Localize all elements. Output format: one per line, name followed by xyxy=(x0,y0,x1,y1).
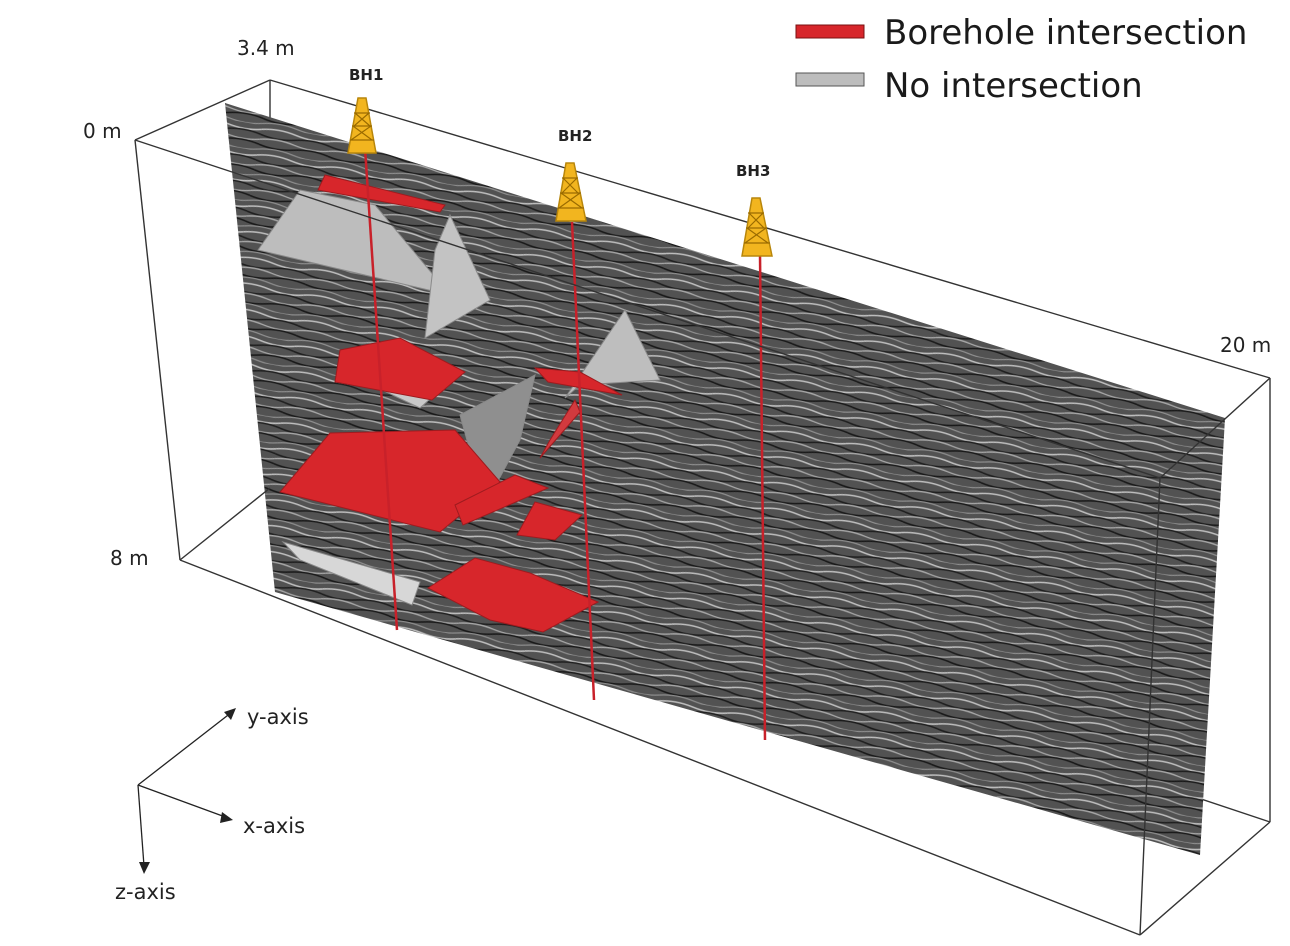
length-label: 20 m xyxy=(1220,333,1271,357)
legend-label-no-intersection: No intersection xyxy=(884,66,1143,106)
y-axis-label: y-axis xyxy=(247,705,309,729)
fracture-plane xyxy=(334,337,466,401)
width-label: 3.4 m xyxy=(237,36,295,60)
legend: Borehole intersection No intersection xyxy=(795,13,1247,106)
borehole-bh1-line xyxy=(363,147,399,631)
fracture-plane xyxy=(281,541,421,606)
drill-rig-icon xyxy=(347,97,377,154)
axis-triad xyxy=(137,708,236,874)
fracture-plane xyxy=(454,474,550,526)
borehole-bh3-line xyxy=(758,254,767,741)
box-front-edges xyxy=(134,79,1271,936)
fracture-plane xyxy=(426,557,600,633)
bottom-depth-label: 8 m xyxy=(110,546,149,570)
legend-swatch-intersection xyxy=(795,24,865,39)
x-axis-label: x-axis xyxy=(243,814,305,838)
legend-label-intersection: Borehole intersection xyxy=(884,13,1247,53)
fracture-plane xyxy=(317,174,446,213)
fracture-planes-intersection xyxy=(279,174,623,633)
fracture-plane xyxy=(424,213,491,339)
z-axis-label: z-axis xyxy=(115,880,176,904)
fracture-plane xyxy=(516,501,583,541)
borehole-label-bh1: BH1 xyxy=(349,66,383,84)
top-depth-label: 0 m xyxy=(83,119,122,143)
borehole-lines xyxy=(363,147,767,741)
borehole-bh2-line xyxy=(570,221,596,701)
borehole-label-bh3: BH3 xyxy=(736,162,770,180)
drill-rig-icon xyxy=(741,197,773,257)
drill-rig-icon xyxy=(555,162,587,222)
borehole-label-bh2: BH2 xyxy=(558,127,592,145)
legend-swatch-no-intersection xyxy=(795,72,865,87)
